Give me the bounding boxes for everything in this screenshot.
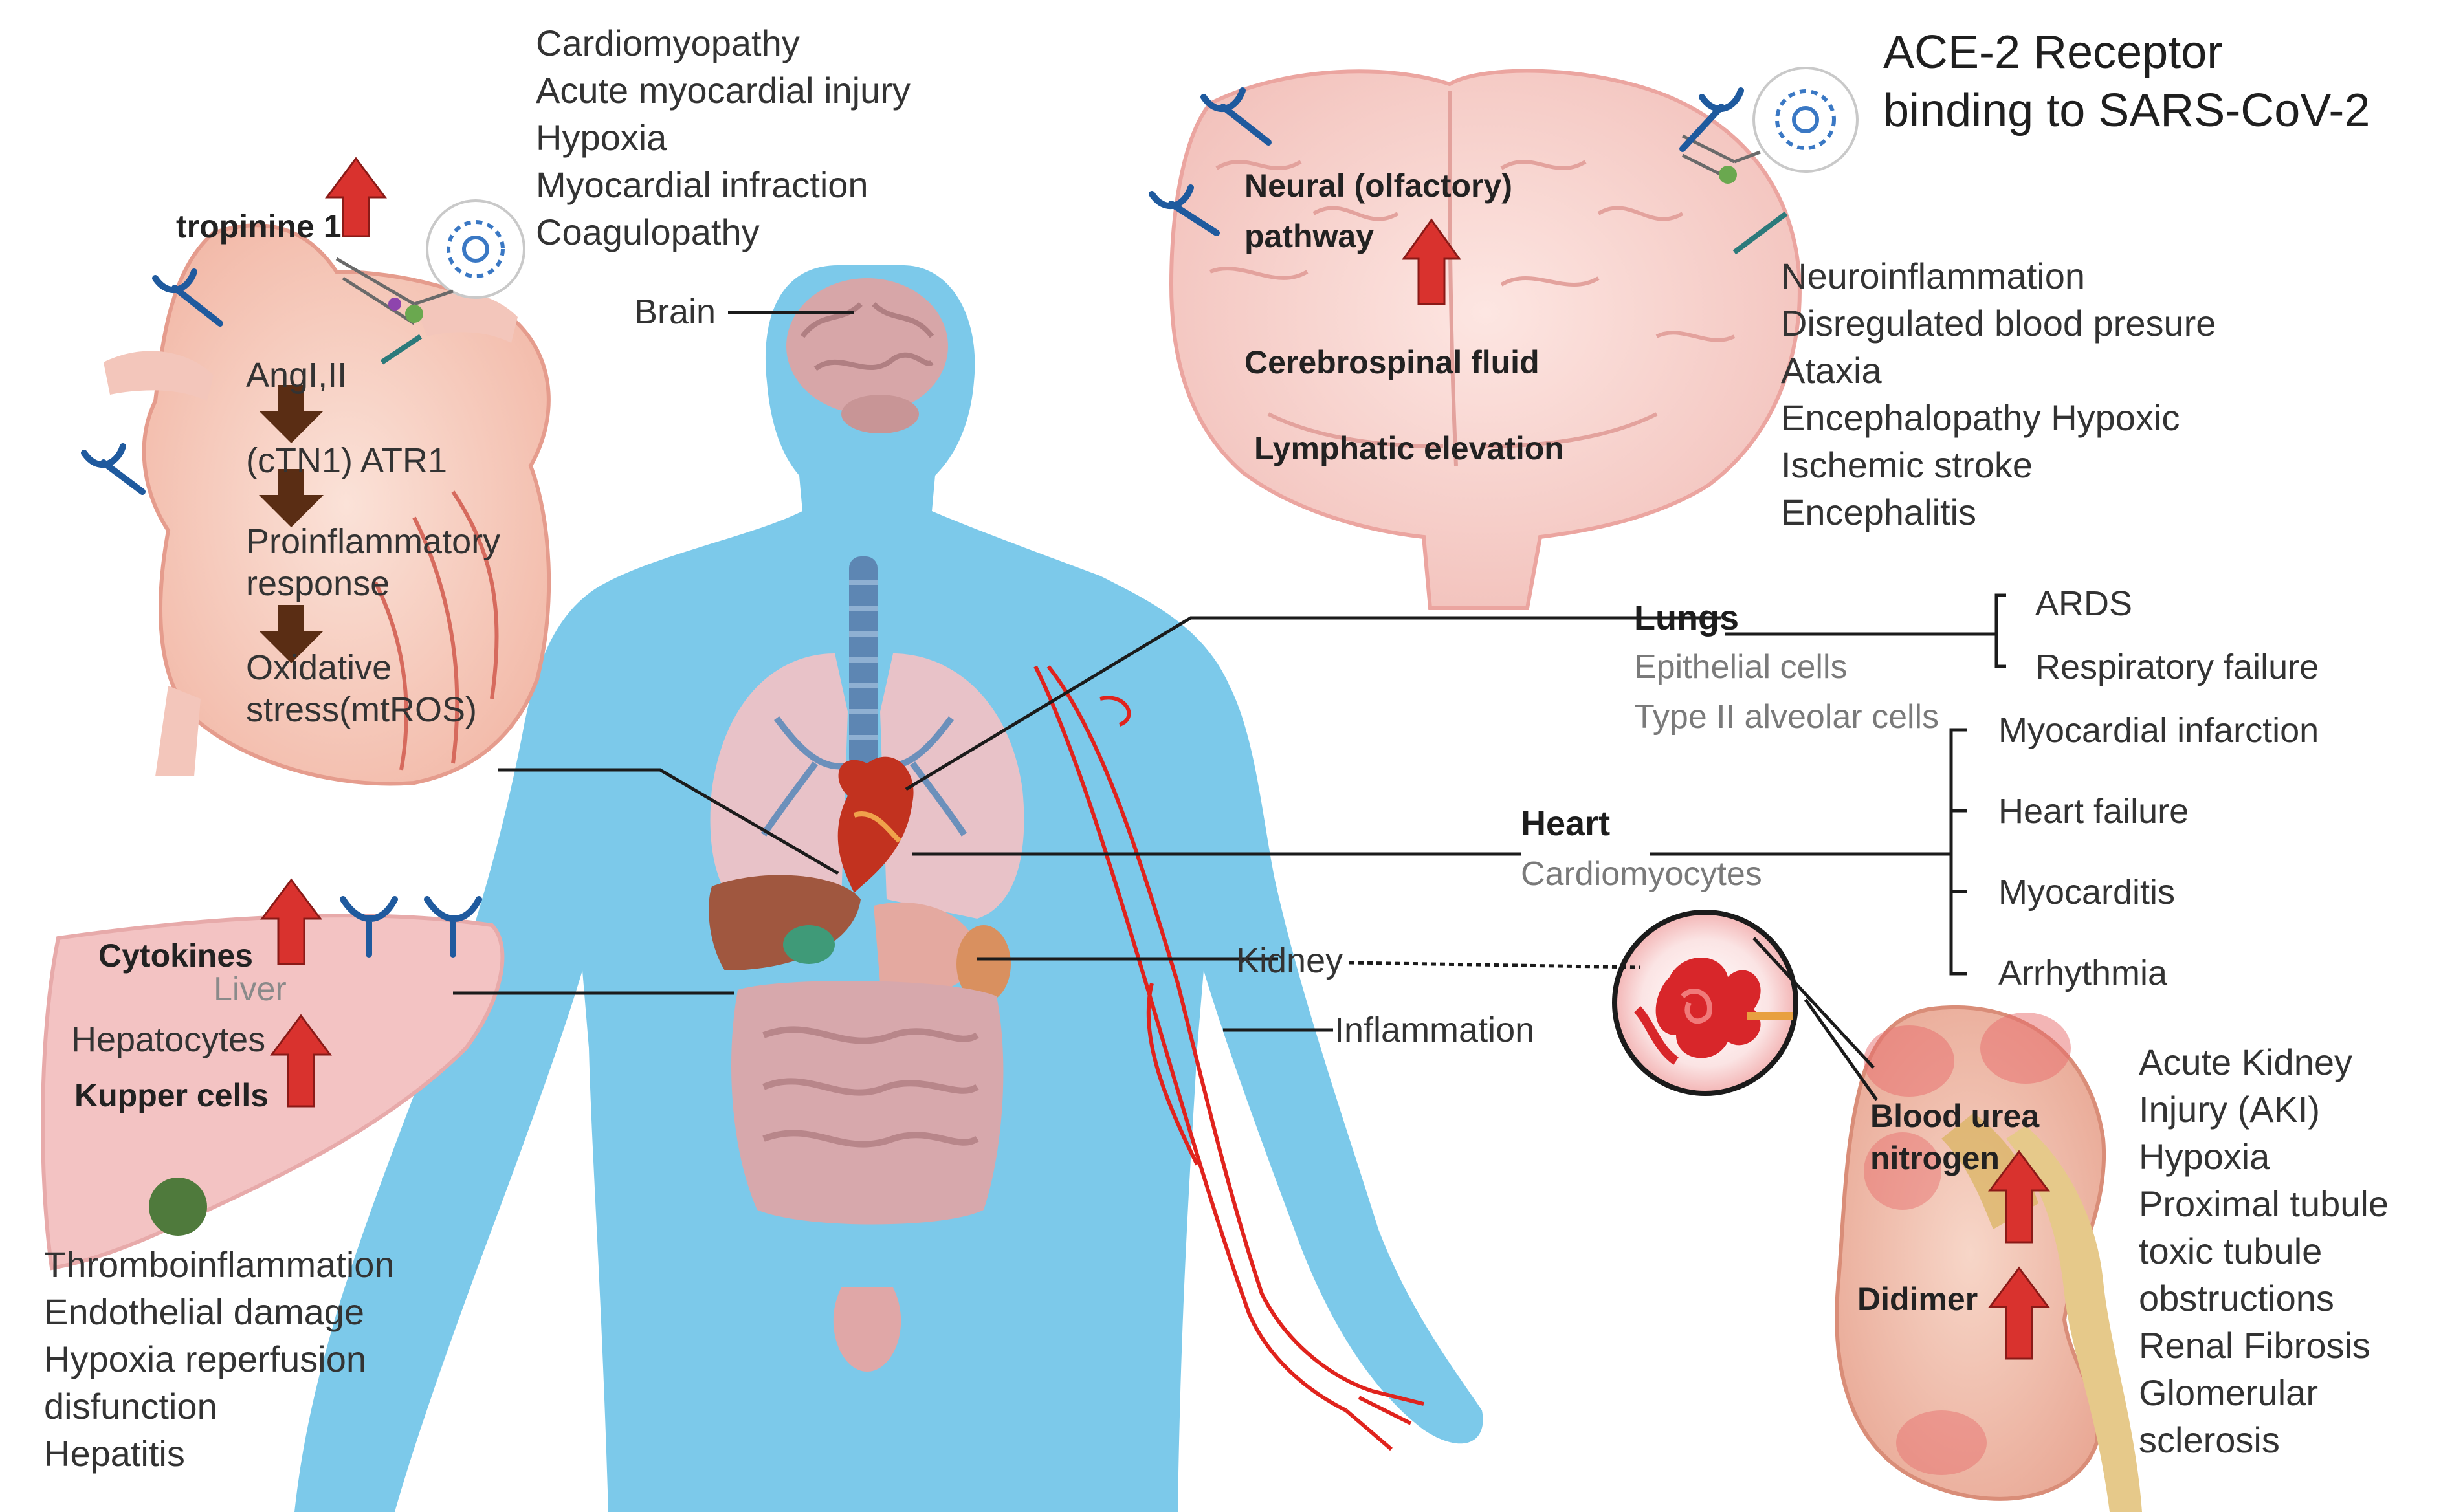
ace2-title-line-2: binding to SARS-CoV-2 bbox=[1883, 85, 2370, 137]
brain-symptom: Encephalopathy Hypoxic bbox=[1781, 397, 2180, 438]
heart-outcome-mi: Myocardial infarction bbox=[1998, 711, 2319, 750]
brain-symptom: Ataxia bbox=[1781, 350, 1882, 391]
heart-cells: Cardiomyocytes bbox=[1521, 855, 1762, 893]
liver-symptom: disfunction bbox=[44, 1386, 217, 1427]
glomerulus-magnifier bbox=[1612, 910, 1798, 1096]
body-kidney-label: Kidney bbox=[1236, 941, 1343, 980]
heart-cascade-step-4a: Oxidative bbox=[246, 648, 392, 687]
magnifier-line-1 bbox=[1752, 937, 1875, 1069]
heart-illustration bbox=[104, 223, 551, 786]
bun-label-2: nitrogen bbox=[1870, 1140, 2000, 1176]
cerebrospinal-fluid-label: Cerebrospinal fluid bbox=[1244, 344, 1540, 380]
heart-cascade-arrows bbox=[259, 385, 324, 663]
heart-symptom: Acute myocardial injury bbox=[536, 70, 911, 111]
body-brain-label: Brain bbox=[634, 292, 716, 331]
heart-symptom: Myocardial infraction bbox=[536, 164, 868, 205]
lungs-outcome-respiratory-failure: Respiratory failure bbox=[2035, 648, 2319, 686]
brain-symptom: Encephalitis bbox=[1781, 492, 1976, 532]
brain-symptom-list: Neuroinflammation Disregulated blood pre… bbox=[1781, 252, 2216, 536]
liver-symptom: Hypoxia reperfusion bbox=[44, 1339, 367, 1379]
kidney-symptom: Hypoxia bbox=[2139, 1136, 2270, 1177]
kidney-symptom: Proximal tubule bbox=[2139, 1183, 2389, 1224]
kidney-dotted-connector bbox=[1349, 961, 1641, 969]
lungs-connector bbox=[905, 616, 1721, 791]
heart-cascade-step-3b: response bbox=[246, 564, 390, 603]
brain-symptom: Neuroinflammation bbox=[1781, 256, 2085, 296]
ace2-title-line-1: ACE-2 Receptor bbox=[1883, 27, 2223, 78]
kidney-symptom: Injury (AKI) bbox=[2139, 1089, 2321, 1130]
kidney-illustration bbox=[1835, 1005, 2142, 1512]
body-inflammation-label: Inflammation bbox=[1334, 1011, 1535, 1049]
hepatocytes-label: Hepatocytes bbox=[71, 1020, 266, 1059]
lungs-cells-1: Epithelial cells bbox=[1634, 648, 1848, 686]
brain-symptom: Disregulated blood presure bbox=[1781, 303, 2216, 344]
heart-cascade-step-2: (cTN1) ATR1 bbox=[246, 441, 448, 480]
heart-panel-connector bbox=[498, 768, 839, 875]
kidney-symptom: obstructions bbox=[2139, 1278, 2334, 1319]
heart-cascade-step-4b: stress(mtROS) bbox=[246, 690, 477, 729]
heart-receptor-icons bbox=[81, 268, 223, 495]
liver-label: Liver bbox=[214, 970, 287, 1008]
olfactory-pathway-label-2: pathway bbox=[1244, 218, 1375, 254]
kidney-symptom-list: Acute Kidney Injury (AKI) Hypoxia Proxim… bbox=[2139, 1038, 2389, 1463]
lymphatic-elevation-label: Lymphatic elevation bbox=[1254, 430, 1564, 466]
bun-label-1: Blood urea bbox=[1870, 1098, 2040, 1134]
heart-bracket bbox=[1949, 728, 1967, 976]
heart-symptom: Cardiomyopathy bbox=[536, 23, 800, 63]
heart-symptom-list: Cardiomyopathy Acute myocardial injury H… bbox=[536, 19, 911, 256]
liver-up-arrows bbox=[260, 878, 332, 1108]
arm-blood-vessels bbox=[1033, 665, 1424, 1451]
brain-up-arrow bbox=[1402, 218, 1461, 305]
heart-symptom: Coagulopathy bbox=[536, 212, 760, 252]
didimer-label: Didimer bbox=[1857, 1281, 1978, 1317]
liver-receptor-icons bbox=[340, 896, 482, 958]
kidney-symptom: sclerosis bbox=[2139, 1419, 2280, 1460]
body-heart bbox=[837, 756, 914, 893]
heart-outcome-failure: Heart failure bbox=[1998, 792, 2189, 831]
connector-lines bbox=[453, 311, 2006, 1101]
kidney-symptom: Glomerular bbox=[2139, 1372, 2318, 1413]
heart-virus-receptor bbox=[335, 199, 525, 365]
troponin-label: tropinine 1 bbox=[176, 208, 342, 245]
body-trachea bbox=[849, 556, 878, 770]
cytokines-label: Cytokines bbox=[98, 937, 253, 974]
liver-symptom: Thromboinflammation bbox=[44, 1244, 395, 1285]
brain-illustration bbox=[1169, 69, 1802, 610]
body-abdomen-organs bbox=[709, 875, 1011, 1372]
lungs-bracket bbox=[1994, 593, 2006, 668]
heart-cascade-step-1: AngI,II bbox=[246, 356, 348, 395]
liver-symptom: Endothelial damage bbox=[44, 1291, 365, 1332]
heart-outcome-myocarditis: Myocarditis bbox=[1998, 873, 2176, 912]
kidney-symptom: Acute Kidney bbox=[2139, 1042, 2352, 1082]
lungs-cells-2: Type II alveolar cells bbox=[1634, 698, 1939, 736]
brain-receptor-icons bbox=[1149, 87, 1744, 236]
magnifier-line-2 bbox=[1804, 998, 1879, 1101]
heart-outcome-arrhythmia: Arrhythmia bbox=[1998, 954, 2168, 992]
lungs-title: Lungs bbox=[1634, 598, 1739, 637]
kidney-up-arrows bbox=[1988, 1150, 2050, 1360]
heart-symptom: Hypoxia bbox=[536, 117, 667, 158]
heart-title: Heart bbox=[1521, 804, 1611, 843]
kidney-symptom: toxic tubule bbox=[2139, 1231, 2323, 1271]
lungs-outcome-ards: ARDS bbox=[2035, 584, 2133, 623]
liver-symptom: Hepatitis bbox=[44, 1433, 185, 1474]
liver-symptom-list: Thromboinflammation Endothelial damage H… bbox=[44, 1241, 395, 1477]
kupffer-cells-label: Kupper cells bbox=[74, 1077, 269, 1113]
heart-cascade-step-3a: Proinflammatory bbox=[246, 522, 501, 561]
heart-troponin-up-arrow bbox=[325, 157, 387, 237]
brain-symptom: Ischemic stroke bbox=[1781, 444, 2033, 485]
kidney-symptom: Renal Fibrosis bbox=[2139, 1325, 2370, 1366]
olfactory-pathway-label-1: Neural (olfactory) bbox=[1244, 168, 1512, 204]
brain-virus-receptor bbox=[1681, 67, 1859, 255]
